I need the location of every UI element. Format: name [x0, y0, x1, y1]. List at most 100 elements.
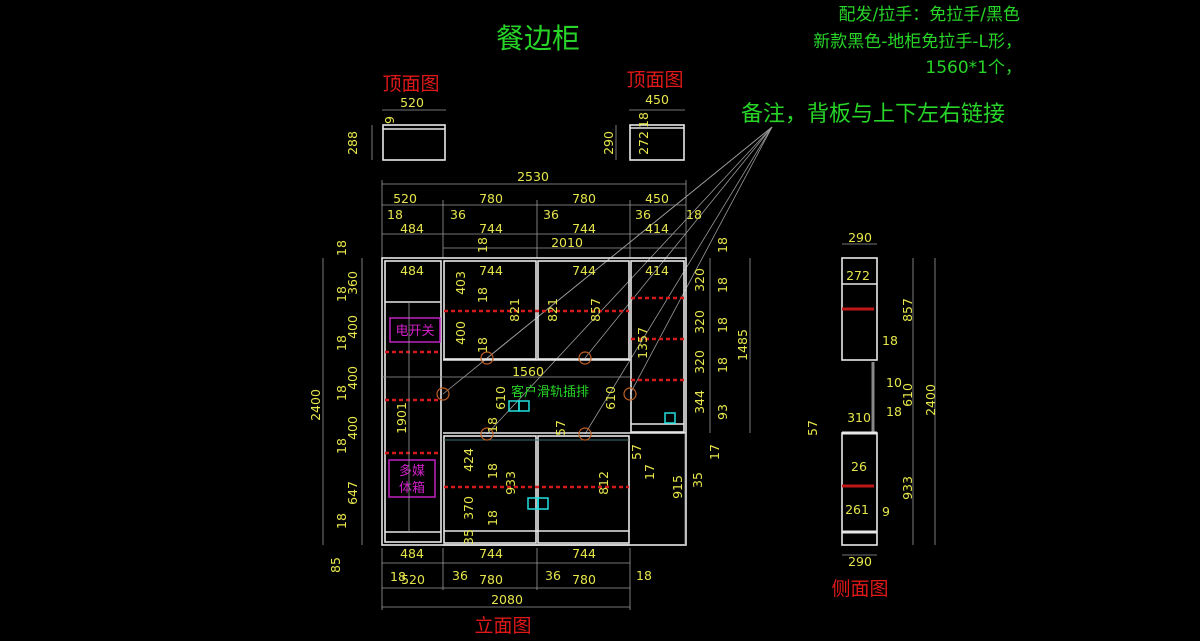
- dim-label: 1560: [512, 364, 544, 379]
- top-dimensions: 2530 520 780 780 450 18 36 36 36 18 484 …: [387, 169, 702, 253]
- dim-label: 450: [645, 92, 669, 107]
- dim-label: 320: [692, 268, 707, 292]
- dim-label: 915: [670, 475, 685, 499]
- dim-label: 780: [479, 191, 503, 206]
- dim-label: 484: [400, 263, 424, 278]
- dim-label: 933: [503, 471, 518, 495]
- dim-label: 744: [479, 546, 503, 561]
- dim-label: 18: [886, 404, 902, 419]
- dim-label: 780: [572, 191, 596, 206]
- dim-label: 520: [393, 191, 417, 206]
- dim-label: 18: [882, 333, 898, 348]
- dim-label: 272: [846, 268, 870, 283]
- dim-label: 403: [453, 271, 468, 295]
- dim-label: 360: [345, 271, 360, 295]
- dim-label: 18: [636, 568, 652, 583]
- dim-label: 272: [636, 131, 651, 155]
- dim-label: 18: [334, 286, 349, 302]
- dim-label: 290: [601, 131, 616, 155]
- dim-label: 17: [707, 444, 722, 460]
- dim-label: 2400: [923, 384, 938, 416]
- dim-label: 9: [882, 504, 890, 519]
- note-line: 1560*1个，: [925, 58, 1022, 78]
- top-view-left: 520 9 288: [345, 95, 446, 161]
- dim-label: 414: [645, 221, 669, 236]
- dim-label: 1357: [635, 327, 650, 359]
- elevation-lower-dimensions: 18 57 424 18 933 812 370 18 35: [461, 417, 611, 545]
- dim-label: 2010: [551, 235, 583, 250]
- note-line: 配发/拉手：免拉手/黑色: [839, 5, 1020, 25]
- dim-label: 18: [475, 237, 490, 253]
- drawing-title: 餐边柜: [496, 22, 580, 55]
- dim-label: 1901: [394, 402, 409, 434]
- dim-label: 290: [848, 554, 872, 569]
- dim-label: 610: [603, 386, 618, 410]
- socket-icon: [508, 400, 520, 412]
- dim-label: 18: [686, 207, 702, 222]
- elevation-bottom-dimensions: 484 744 744 18 520 36 780 36 780 18 2080: [390, 546, 652, 607]
- dim-label: 18: [475, 337, 490, 353]
- dim-label: 9: [382, 116, 397, 124]
- dim-label: 18: [334, 335, 349, 351]
- note-line: 新款黑色-地柜免拉手-L形，: [813, 32, 1022, 52]
- dim-label: 812: [596, 471, 611, 495]
- dim-label: 933: [900, 476, 915, 500]
- elevation-inner-dimensions: 484 744 744 414 403 18 821 821 857 400 1…: [400, 263, 669, 410]
- dim-label: 18: [485, 463, 500, 479]
- dim-label: 36: [543, 207, 559, 222]
- dim-label: 400: [345, 416, 360, 440]
- dim-label: 400: [345, 315, 360, 339]
- dim-label: 320: [692, 350, 707, 374]
- dim-label: 290: [848, 230, 872, 245]
- dim-label: 610: [493, 386, 508, 410]
- dim-label: 18: [334, 513, 349, 529]
- dim-label: 18: [485, 417, 500, 433]
- dim-label: 344: [692, 390, 707, 414]
- side-view: 290 272 857 18 10 610 18 310 57 26 933 2…: [805, 230, 938, 569]
- dim-label: 36: [545, 568, 561, 583]
- dim-label: 18: [715, 237, 730, 253]
- dim-label: 1485: [735, 329, 750, 361]
- dim-label: 744: [572, 263, 596, 278]
- dim-label: 2080: [491, 592, 523, 607]
- elevation-cabinet: [381, 257, 687, 546]
- dim-label: 35: [461, 529, 476, 545]
- dim-label: 18: [475, 287, 490, 303]
- dim-label: 400: [453, 321, 468, 345]
- dim-label: 36: [452, 568, 468, 583]
- dim-label: 18: [387, 207, 403, 222]
- dim-label: 520: [401, 572, 425, 587]
- dim-label: 744: [479, 221, 503, 236]
- dim-label: 18: [390, 569, 406, 584]
- dim-label: 310: [847, 410, 871, 425]
- label-media-box: 体箱: [399, 480, 425, 496]
- dim-label: 744: [479, 263, 503, 278]
- dim-label: 400: [345, 366, 360, 390]
- label-electric-switch: 电开关: [395, 324, 434, 339]
- top-view-right: 450 18 290 272: [601, 92, 685, 161]
- elevation-left-dimensions: 18 360 18 400 18 400 18 400 18 647 18 24…: [308, 240, 409, 573]
- view-label-top-left: 顶面图: [382, 73, 439, 95]
- dim-label: 520: [400, 95, 424, 110]
- dim-label: 414: [645, 263, 669, 278]
- dim-label: 647: [345, 481, 360, 505]
- dim-label: 18: [636, 112, 651, 128]
- socket-icon: [518, 400, 530, 412]
- dim-label: 18: [715, 357, 730, 373]
- dim-label: 780: [479, 572, 503, 587]
- dim-label: 610: [900, 383, 915, 407]
- socket-icon: [664, 412, 676, 424]
- dim-label: 2530: [517, 169, 549, 184]
- dim-label: 57: [629, 444, 644, 460]
- dim-label: 288: [345, 131, 360, 155]
- dim-label: 10: [886, 375, 902, 390]
- dim-label: 57: [805, 420, 820, 436]
- dim-label: 85: [328, 557, 343, 573]
- dim-label: 857: [900, 298, 915, 322]
- dim-label: 450: [645, 191, 669, 206]
- view-label-side: 侧面图: [831, 578, 888, 600]
- dim-label: 744: [572, 546, 596, 561]
- elevation-right-dimensions: 18 320 18 320 18 320 18 344 93 1485 57 1…: [629, 237, 750, 499]
- dim-label: 18: [334, 240, 349, 256]
